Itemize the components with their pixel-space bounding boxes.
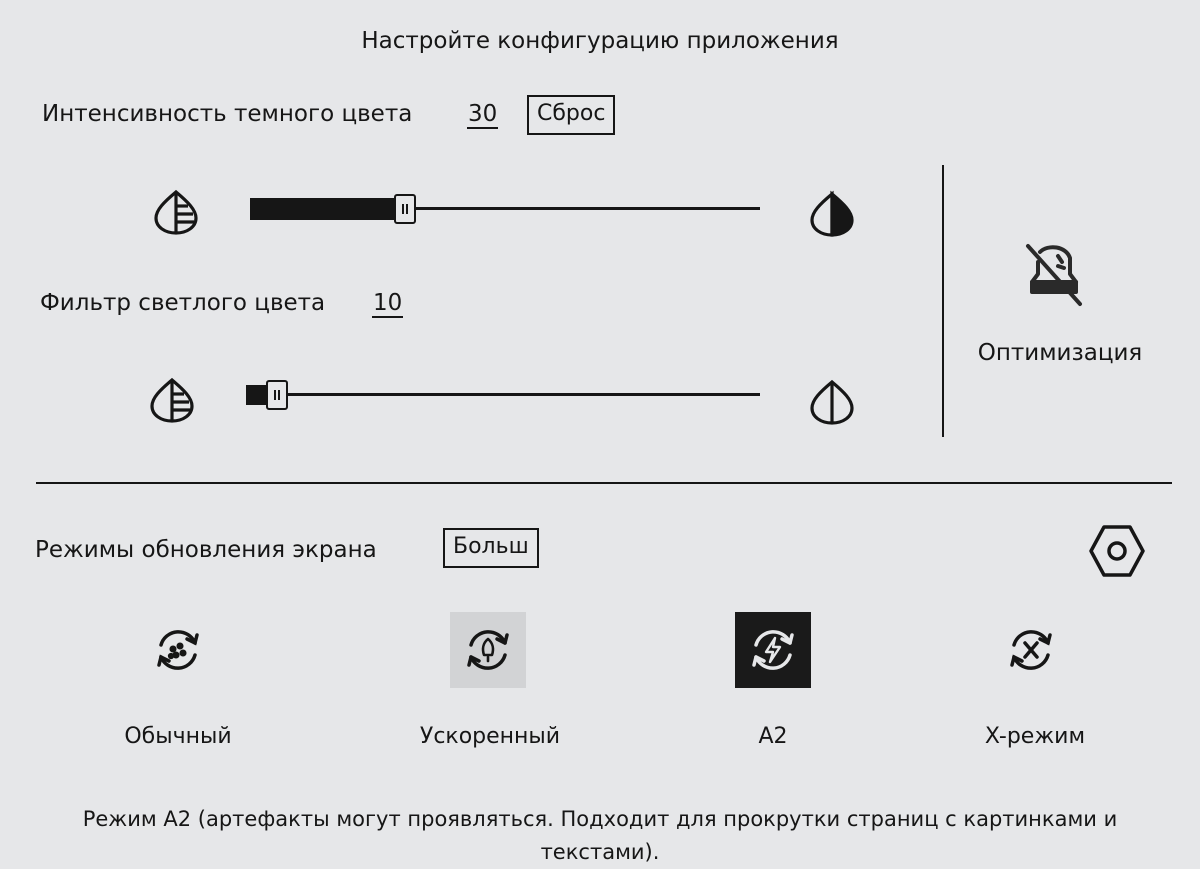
mode-normal[interactable]: Обычный xyxy=(78,612,278,762)
refresh-dots-icon xyxy=(140,612,216,688)
mode-label: Обычный xyxy=(124,724,232,749)
reset-button[interactable]: Сброс xyxy=(527,95,616,135)
slider-track xyxy=(266,393,760,396)
light-filter-slider[interactable] xyxy=(246,380,760,410)
half-filled-drop-icon[interactable] xyxy=(808,190,856,242)
dark-intensity-label: Интенсивность темного цвета xyxy=(42,101,413,127)
half-filled-drop-lines-icon[interactable] xyxy=(148,376,196,428)
light-filter-value[interactable]: 10 xyxy=(372,290,404,318)
mode-x[interactable]: X-режим xyxy=(935,612,1135,762)
page-title: Настройте конфигурацию приложения xyxy=(361,28,839,54)
vertical-divider xyxy=(942,165,944,437)
refresh-x-icon xyxy=(993,612,1069,688)
mode-label: Ускоренный xyxy=(419,724,561,749)
mode-a2[interactable]: A2 xyxy=(673,612,873,762)
dark-intensity-slider[interactable] xyxy=(250,194,760,224)
crossed-bell-icon xyxy=(1018,238,1088,312)
mode-fast[interactable]: Ускоренный xyxy=(390,612,590,762)
section-divider xyxy=(36,482,1172,484)
slider-track xyxy=(400,207,760,210)
slider-fill xyxy=(250,198,400,220)
refresh-modes-label: Режимы обновления экрана xyxy=(35,537,377,563)
optimization-label: Оптимизация xyxy=(977,340,1143,366)
slider-thumb[interactable] xyxy=(266,380,288,410)
slider-fill xyxy=(246,385,266,405)
optimization-button[interactable]: Оптимизация xyxy=(960,232,1160,392)
more-button[interactable]: Больш xyxy=(443,528,539,568)
mode-description: Режим A2 (артефакты могут проявляться. П… xyxy=(82,807,1118,864)
hex-nut-icon[interactable] xyxy=(1088,523,1146,583)
mode-label: A2 xyxy=(758,724,788,749)
mode-label: X-режим xyxy=(984,724,1086,749)
refresh-bolt-icon xyxy=(735,612,811,688)
light-filter-label: Фильтр светлого цвета xyxy=(40,290,326,316)
outline-drop-icon[interactable] xyxy=(808,378,856,430)
dark-intensity-value[interactable]: 30 xyxy=(467,101,499,129)
slider-thumb[interactable] xyxy=(394,194,416,224)
half-filled-drop-lines-icon[interactable] xyxy=(152,188,200,240)
refresh-rocket-icon xyxy=(450,612,526,688)
